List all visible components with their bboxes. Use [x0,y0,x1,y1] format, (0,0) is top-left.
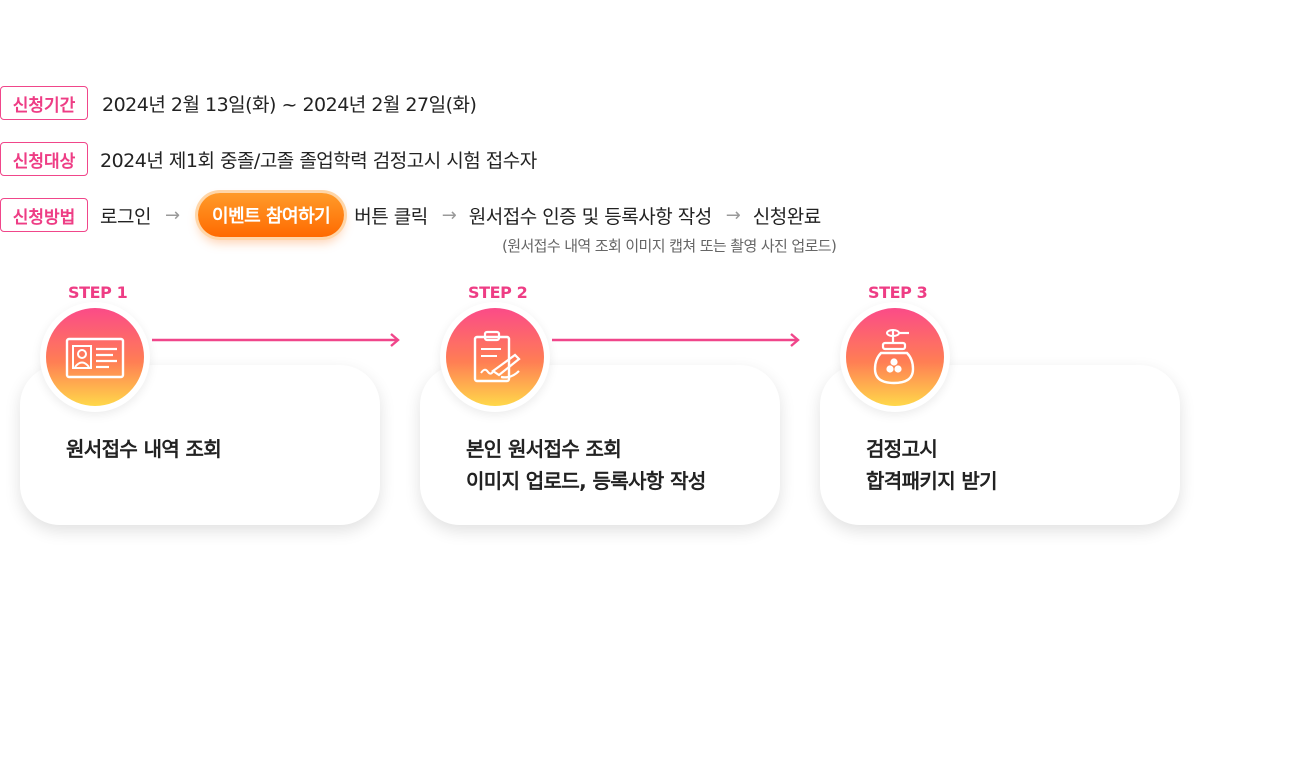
arrow-right-icon: → [164,204,181,226]
step-2-badge [440,302,550,412]
arrow-right-icon: → [725,204,741,226]
method-step-click: 버튼 클릭 [354,205,428,228]
step-2-line2: 이미지 업로드, 등록사항 작성 [466,469,706,493]
honey-jar-icon [873,329,915,385]
target-row: 신청대상 2024년 제1회 중졸/고졸 졸업학력 검정고시 시험 접수자 [0,140,537,178]
period-text: 2024년 2월 13일(화) ~ 2024년 2월 27일(화) [102,93,477,116]
step-3-text: 검정고시 합격패키지 받기 [866,433,998,497]
target-text: 2024년 제1회 중졸/고졸 졸업학력 검정고시 시험 접수자 [100,149,537,172]
step-3-line2: 합격패키지 받기 [866,469,998,493]
step-1-badge [40,302,150,412]
clipboard-write-icon [473,330,521,383]
period-tag: 신청기간 [0,86,88,120]
step-3-label: STEP 3 [868,283,928,302]
step-1-text: 원서접수 내역 조회 [66,433,222,465]
step-2-text: 본인 원서접수 조회 이미지 업로드, 등록사항 작성 [466,433,706,497]
step-2-line1: 본인 원서접수 조회 [466,437,622,461]
join-event-button[interactable]: 이벤트 참여하기 [198,193,345,237]
method-tag: 신청방법 [0,198,88,232]
step-1-line1: 원서접수 내역 조회 [66,437,222,461]
method-step-write: 원서접수 인증 및 등록사항 작성 [468,205,712,228]
method-step-done: 신청완료 [752,205,821,228]
method-step-login: 로그인 [100,205,151,228]
id-card-icon [65,337,125,379]
method-note: (원서접수 내역 조회 이미지 캡쳐 또는 촬영 사진 업로드) [502,237,837,255]
step-3-line1: 검정고시 [866,437,938,461]
target-tag: 신청대상 [0,142,88,176]
step-3-badge [840,302,950,412]
arrow-right-icon: → [441,204,457,226]
step-1-label: STEP 1 [68,283,128,302]
period-row: 신청기간 2024년 2월 13일(화) ~ 2024년 2월 27일(화) [0,84,477,122]
connector-arrow-icon [552,333,800,347]
step-2-label: STEP 2 [468,283,528,302]
connector-arrow-icon [152,333,400,347]
method-row: 신청방법 로그인 → 이벤트 참여하기 버튼 클릭 → 원서접수 인증 및 등록… [0,193,821,237]
